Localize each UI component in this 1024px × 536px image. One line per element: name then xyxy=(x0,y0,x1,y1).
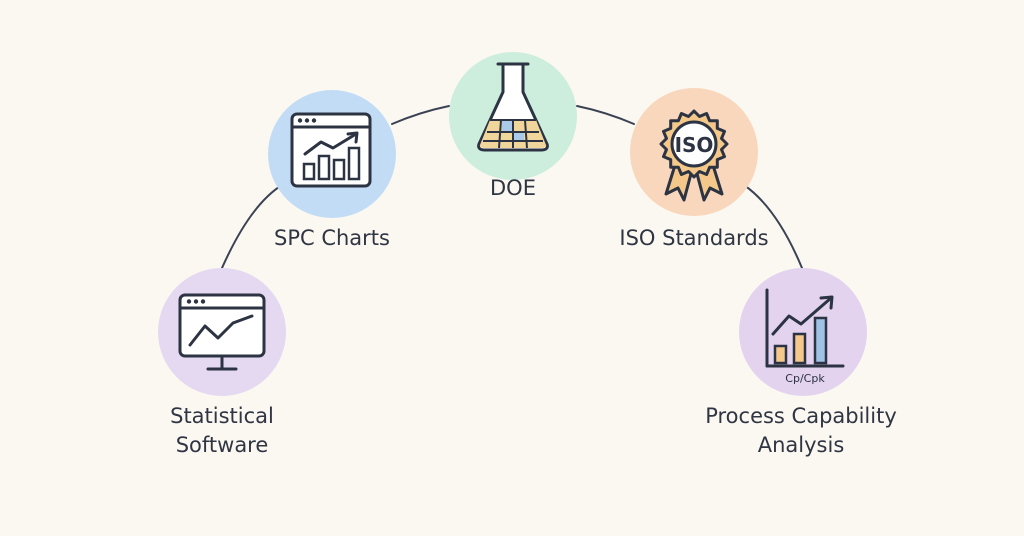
label-iso-standards: ISO Standards xyxy=(604,224,784,253)
label-line: DOE xyxy=(490,176,536,200)
label-line: Statistical xyxy=(170,404,274,428)
label-line: Process Capability xyxy=(705,404,897,428)
monitor-chart-icon xyxy=(178,293,266,371)
label-statistical-software: Statistical Software xyxy=(140,402,304,460)
label-spc-charts: SPC Charts xyxy=(252,224,412,253)
label-line: SPC Charts xyxy=(274,226,390,250)
label-doe: DOE xyxy=(463,174,563,203)
node-process-capability: Cp/Cpk xyxy=(739,268,867,396)
label-line: Software xyxy=(175,433,269,457)
capability-chart-icon: Cp/Cpk xyxy=(765,288,845,385)
node-doe xyxy=(449,52,577,180)
node-statistical-software xyxy=(158,268,286,396)
iso-badge-text: ISO xyxy=(675,133,714,157)
label-line: Analysis xyxy=(757,433,845,457)
label-line: ISO Standards xyxy=(619,226,769,250)
node-spc-charts xyxy=(268,90,396,218)
node-iso-standards: ISO xyxy=(630,88,758,216)
browser-bar-chart-icon xyxy=(290,112,372,188)
cp-cpk-text: Cp/Cpk xyxy=(785,372,825,385)
iso-badge-icon: ISO xyxy=(659,109,729,202)
arc-line xyxy=(221,105,803,269)
label-process-capability: Process Capability Analysis xyxy=(696,402,906,460)
flask-icon xyxy=(477,62,549,152)
